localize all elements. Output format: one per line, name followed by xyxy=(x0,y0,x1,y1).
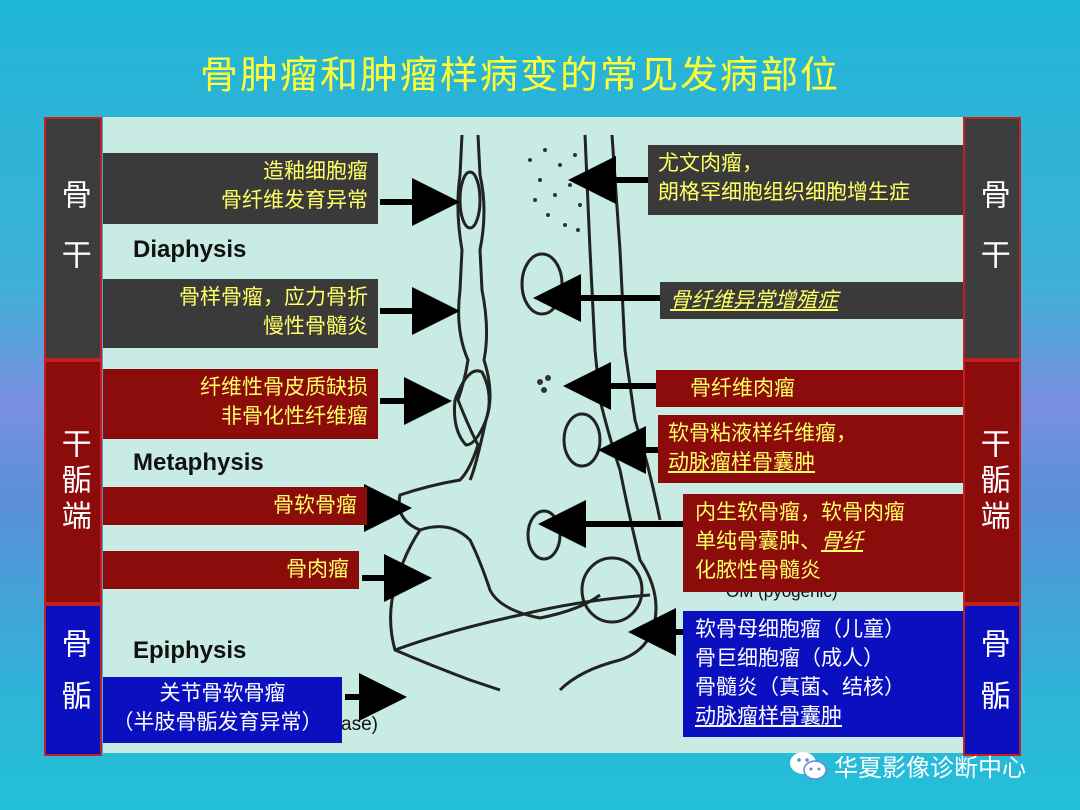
label-line-group: 单纯骨囊肿、骨纤 xyxy=(695,527,953,556)
left-sidebar-metaphysis: 干骺端 xyxy=(44,360,102,604)
label-line: 朗格罕细胞组织细胞增生症 xyxy=(658,178,953,207)
label-line: 慢性骨髓炎 xyxy=(113,312,368,341)
watermark: 华夏影像诊断中心 xyxy=(788,748,1026,783)
right-sidebar-metaphysis: 干骺端 xyxy=(963,360,1021,604)
label-dysplasia-epiphysealis: 关节骨软骨瘤 （半肢骨骺发育异常） xyxy=(103,677,342,743)
label-line: 骨巨细胞瘤（成人） xyxy=(695,644,953,673)
label-line: 关节骨软骨瘤 xyxy=(107,679,338,708)
wechat-icon xyxy=(788,749,828,783)
label-line: 纤维性骨皮质缺损 xyxy=(113,373,368,402)
label-chondroblastoma: 软骨母细胞瘤（儿童） 骨巨细胞瘤（成人） 骨髓炎（真菌、结核） 动脉瘤样骨囊肿 xyxy=(683,611,963,737)
label-line: 动脉瘤样骨囊肿 xyxy=(668,448,953,477)
label-fibrosarcoma: 骨纤维肉瘤 xyxy=(656,370,963,407)
epiphysis-label: Epiphysis xyxy=(133,637,246,665)
label-enchondroma: 内生软骨瘤，软骨肉瘤 单纯骨囊肿、骨纤 化脓性骨髓炎 xyxy=(683,494,963,592)
label-line: 内生软骨瘤，软骨肉瘤 xyxy=(695,498,953,527)
label-line: 动脉瘤样骨囊肿 xyxy=(695,702,953,731)
label-chondromyxoid-fibroma: 软骨粘液样纤维瘤， 动脉瘤样骨囊肿 xyxy=(658,415,963,483)
label-fibrous-cortical-defect: 纤维性骨皮质缺损 非骨化性纤维瘤 xyxy=(103,369,378,439)
left-sidebar-diaphysis: 骨干 xyxy=(44,117,102,360)
left-sidebar-epiphysis: 骨骺 xyxy=(44,604,102,756)
label-fibrous-dysplasia: 骨纤维异常增殖症 xyxy=(660,282,963,319)
metaphysis-label: Metaphysis xyxy=(133,449,264,477)
left-sidebar-epiphysis-text: 骨骺 xyxy=(54,628,92,732)
label-line: 骨纤 xyxy=(821,529,863,553)
label-osteoid-osteoma: 骨样骨瘤，应力骨折 慢性骨髓炎 xyxy=(103,279,378,348)
right-sidebar-metaphysis-text: 干骺端 xyxy=(973,428,1011,536)
label-osteochondroma: 骨软骨瘤 xyxy=(103,487,367,525)
watermark-text: 华夏影像诊断中心 xyxy=(834,748,1026,783)
label-line: 骨肉瘤 xyxy=(113,555,349,584)
right-sidebar-epiphysis-text: 骨骺 xyxy=(973,628,1011,732)
label-line: 造釉细胞瘤 xyxy=(113,157,368,186)
label-ewing-sarcoma: 尤文肉瘤， 朗格罕细胞组织细胞增生症 xyxy=(648,145,963,215)
label-line: 骨髓炎（真菌、结核） xyxy=(695,673,953,702)
label-line: 骨纤维发育异常 xyxy=(113,186,368,215)
right-sidebar-epiphysis: 骨骺 xyxy=(963,604,1021,756)
right-sidebar-diaphysis: 骨干 xyxy=(963,117,1021,360)
label-line: （半肢骨骺发育异常） xyxy=(97,708,338,737)
label-line: 尤文肉瘤， xyxy=(658,149,953,178)
label-line: 骨软骨瘤 xyxy=(113,491,357,520)
label-line: 化脓性骨髓炎 xyxy=(695,556,953,585)
label-ameloblastoma: 造釉细胞瘤 骨纤维发育异常 xyxy=(103,153,378,224)
right-sidebar-diaphysis-text: 骨干 xyxy=(973,179,1011,299)
label-line: 软骨母细胞瘤（儿童） xyxy=(695,615,953,644)
diaphysis-label: Diaphysis xyxy=(133,236,246,264)
label-osteosarcoma: 骨肉瘤 xyxy=(103,551,359,589)
label-line: 非骨化性纤维瘤 xyxy=(113,402,368,431)
label-line: 单纯骨囊肿、 xyxy=(695,529,821,553)
label-line: 骨样骨瘤，应力骨折 xyxy=(113,283,368,312)
label-line: 软骨粘液样纤维瘤， xyxy=(668,419,953,448)
left-sidebar-metaphysis-text: 干骺端 xyxy=(54,428,92,536)
label-line: 骨纤维肉瘤 xyxy=(690,374,953,403)
label-line: 骨纤维异常增殖症 xyxy=(670,286,953,315)
left-sidebar-diaphysis-text: 骨干 xyxy=(54,179,92,299)
ase-label: ase) xyxy=(341,714,378,736)
